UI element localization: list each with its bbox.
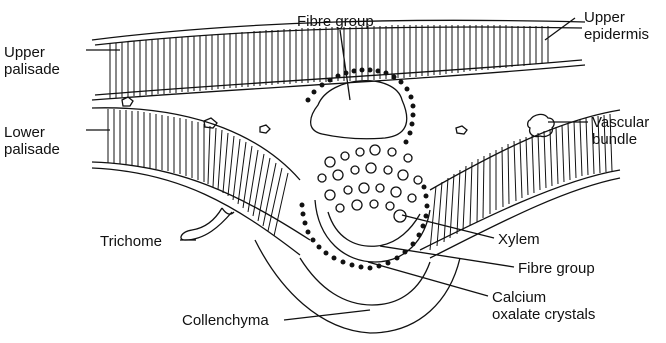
label-lower-palisade: Lower palisade (4, 124, 60, 158)
label-upper-epidermis-line1: Upper (584, 9, 649, 26)
upper-fibre-group (311, 81, 407, 139)
label-xylem: Xylem (498, 231, 540, 248)
label-upper-palisade: Upper palisade (4, 44, 60, 78)
callout-fibre-top (340, 30, 350, 100)
crystal-4 (456, 126, 467, 134)
label-vascular-bundle: Vascular bundle (592, 114, 649, 148)
label-calcium-line1: Calcium (492, 289, 595, 306)
label-vascular-bundle-line1: Vascular (592, 114, 649, 131)
lower-band-inner-left (92, 162, 310, 240)
lower-band-top (92, 108, 300, 180)
trichome-hair (181, 208, 232, 240)
callout-xylem (402, 215, 494, 238)
label-collenchyma: Collenchyma (182, 312, 269, 329)
label-calcium-line2: oxalate crystals (492, 306, 595, 323)
label-lower-palisade-line2: palisade (4, 141, 60, 158)
xylem-vessels (318, 145, 422, 222)
callout-collenchyma (284, 310, 370, 320)
label-upper-palisade-line2: palisade (4, 61, 60, 78)
label-upper-palisade-line1: Upper (4, 44, 60, 61)
crystal-1 (122, 97, 133, 106)
label-fibre-group-top: Fibre group (297, 13, 374, 30)
label-calcium-oxalate: Calcium oxalate crystals (492, 289, 595, 323)
label-fibre-group-bottom: Fibre group (518, 260, 595, 277)
label-upper-epidermis: Upper epidermis (584, 9, 649, 43)
label-lower-palisade-line1: Lower (4, 124, 60, 141)
label-trichome: Trichome (100, 233, 162, 250)
label-upper-epidermis-line2: epidermis (584, 26, 649, 43)
crystal-3 (260, 125, 270, 133)
lower-palisade-right (430, 114, 612, 250)
label-vascular-bundle-line2: bundle (592, 131, 649, 148)
lower-fibre-crescent-outer (315, 200, 430, 262)
upper-palisade-cells (110, 25, 548, 98)
collenchyma-inner (300, 258, 430, 305)
